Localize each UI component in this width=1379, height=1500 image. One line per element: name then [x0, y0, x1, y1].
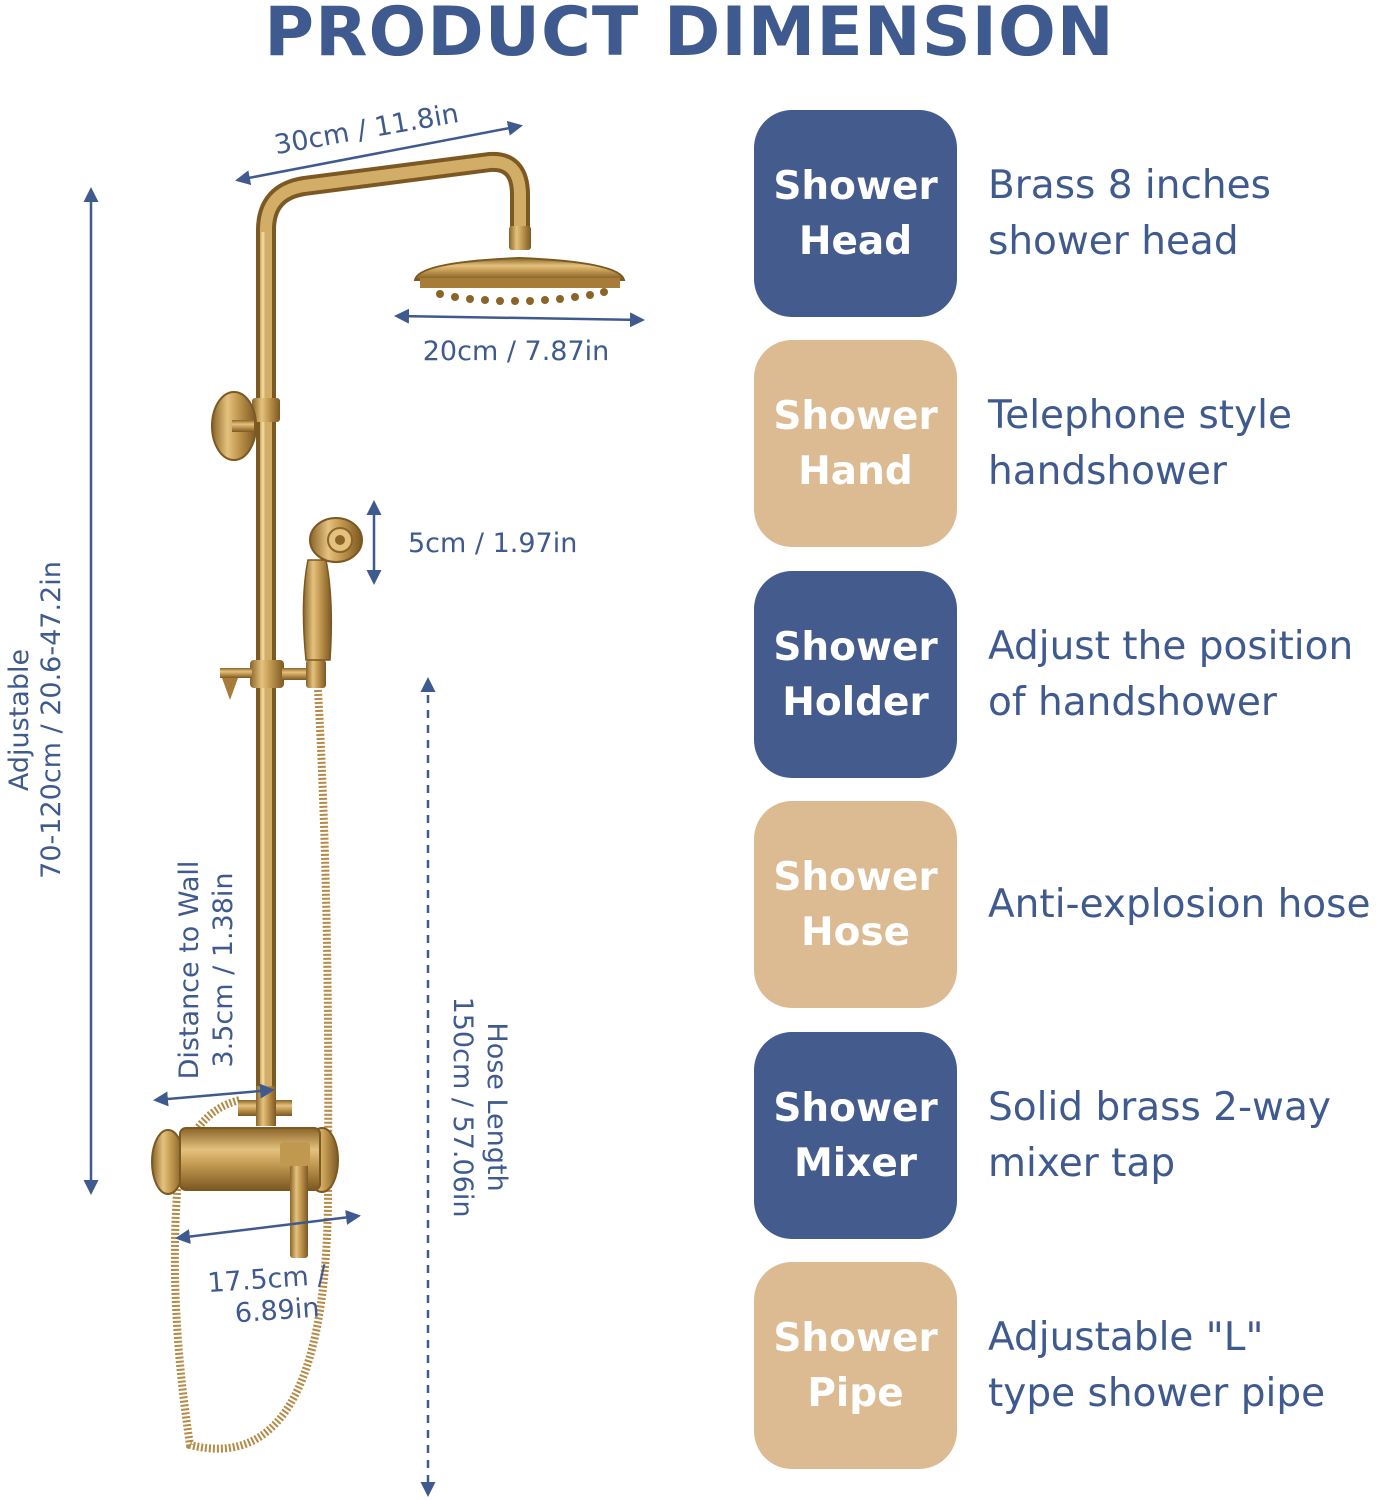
badge-line2: Hand	[798, 448, 913, 494]
hose-length-label-line2: 150cm / 57.06in	[447, 997, 478, 1218]
desc-line2: handshower	[988, 448, 1227, 494]
desc-line1: Brass 8 inches	[988, 162, 1271, 208]
desc-shower-head: Brass 8 inches shower head	[988, 110, 1379, 317]
desc-line1: Telephone style	[988, 392, 1292, 438]
desc-shower-mixer: Solid brass 2-way mixer tap	[988, 1032, 1379, 1239]
hand-shower	[302, 517, 363, 661]
badge-line1: Shower	[773, 624, 938, 670]
shower-holder	[220, 660, 326, 700]
wall-distance-label-line2: 3.5cm / 1.38in	[208, 872, 239, 1067]
desc-shower-pipe: Adjustable "L" type shower pipe	[988, 1262, 1379, 1469]
badge-line2: Mixer	[793, 1140, 918, 1186]
desc-line2: mixer tap	[988, 1140, 1176, 1186]
height-label-line1: Adjustable	[4, 649, 35, 791]
desc-line2: type shower pipe	[988, 1370, 1326, 1416]
desc-line2: of handshower	[988, 679, 1277, 725]
badge-line1: Shower	[773, 1085, 938, 1131]
shower-mixer	[151, 1086, 339, 1258]
shower-pipe	[211, 151, 530, 1100]
desc-shower-hose: Anti-explosion hose	[988, 801, 1379, 1008]
page-title: PRODUCT DIMENSION	[264, 0, 1115, 72]
badge-line2: Holder	[782, 679, 929, 725]
desc-line1: Anti-explosion hose	[988, 881, 1371, 927]
dimension-lines	[83, 120, 645, 1497]
height-label-line2: 70-120cm / 20.6-47.2in	[36, 561, 67, 879]
hose-length-label-line1: Hose Length	[481, 1022, 512, 1191]
badge-line2: Pipe	[807, 1370, 904, 1416]
badge-line2: Head	[798, 218, 913, 264]
desc-line1: Adjustable "L"	[988, 1314, 1264, 1360]
arm-width-label: 30cm / 11.8in	[272, 98, 461, 161]
badge-line1: Shower	[773, 854, 938, 900]
desc-line1: Solid brass 2-way	[988, 1084, 1331, 1130]
desc-line1: Adjust the position	[988, 623, 1354, 669]
head-diameter-label: 20cm / 7.87in	[423, 336, 610, 367]
badge-line2: Hose	[800, 909, 911, 955]
badge-line1: Shower	[773, 393, 938, 439]
shower-hose	[170, 689, 333, 1453]
shower-diagram: 30cm / 11.8in 20cm / 7.87in 5cm / 1.97in…	[4, 98, 645, 1497]
mixer-width-label-line2: 6.89in	[234, 1292, 321, 1329]
desc-line2: shower head	[988, 218, 1239, 264]
shower-head	[413, 226, 626, 305]
badge-line1: Shower	[773, 163, 938, 209]
desc-shower-hand: Telephone style handshower	[988, 340, 1379, 547]
badge-line1: Shower	[773, 1315, 938, 1361]
wall-distance-label-line1: Distance to Wall	[174, 861, 205, 1080]
hand-diameter-label: 5cm / 1.97in	[408, 528, 577, 559]
desc-shower-holder: Adjust the position of handshower	[988, 571, 1379, 778]
